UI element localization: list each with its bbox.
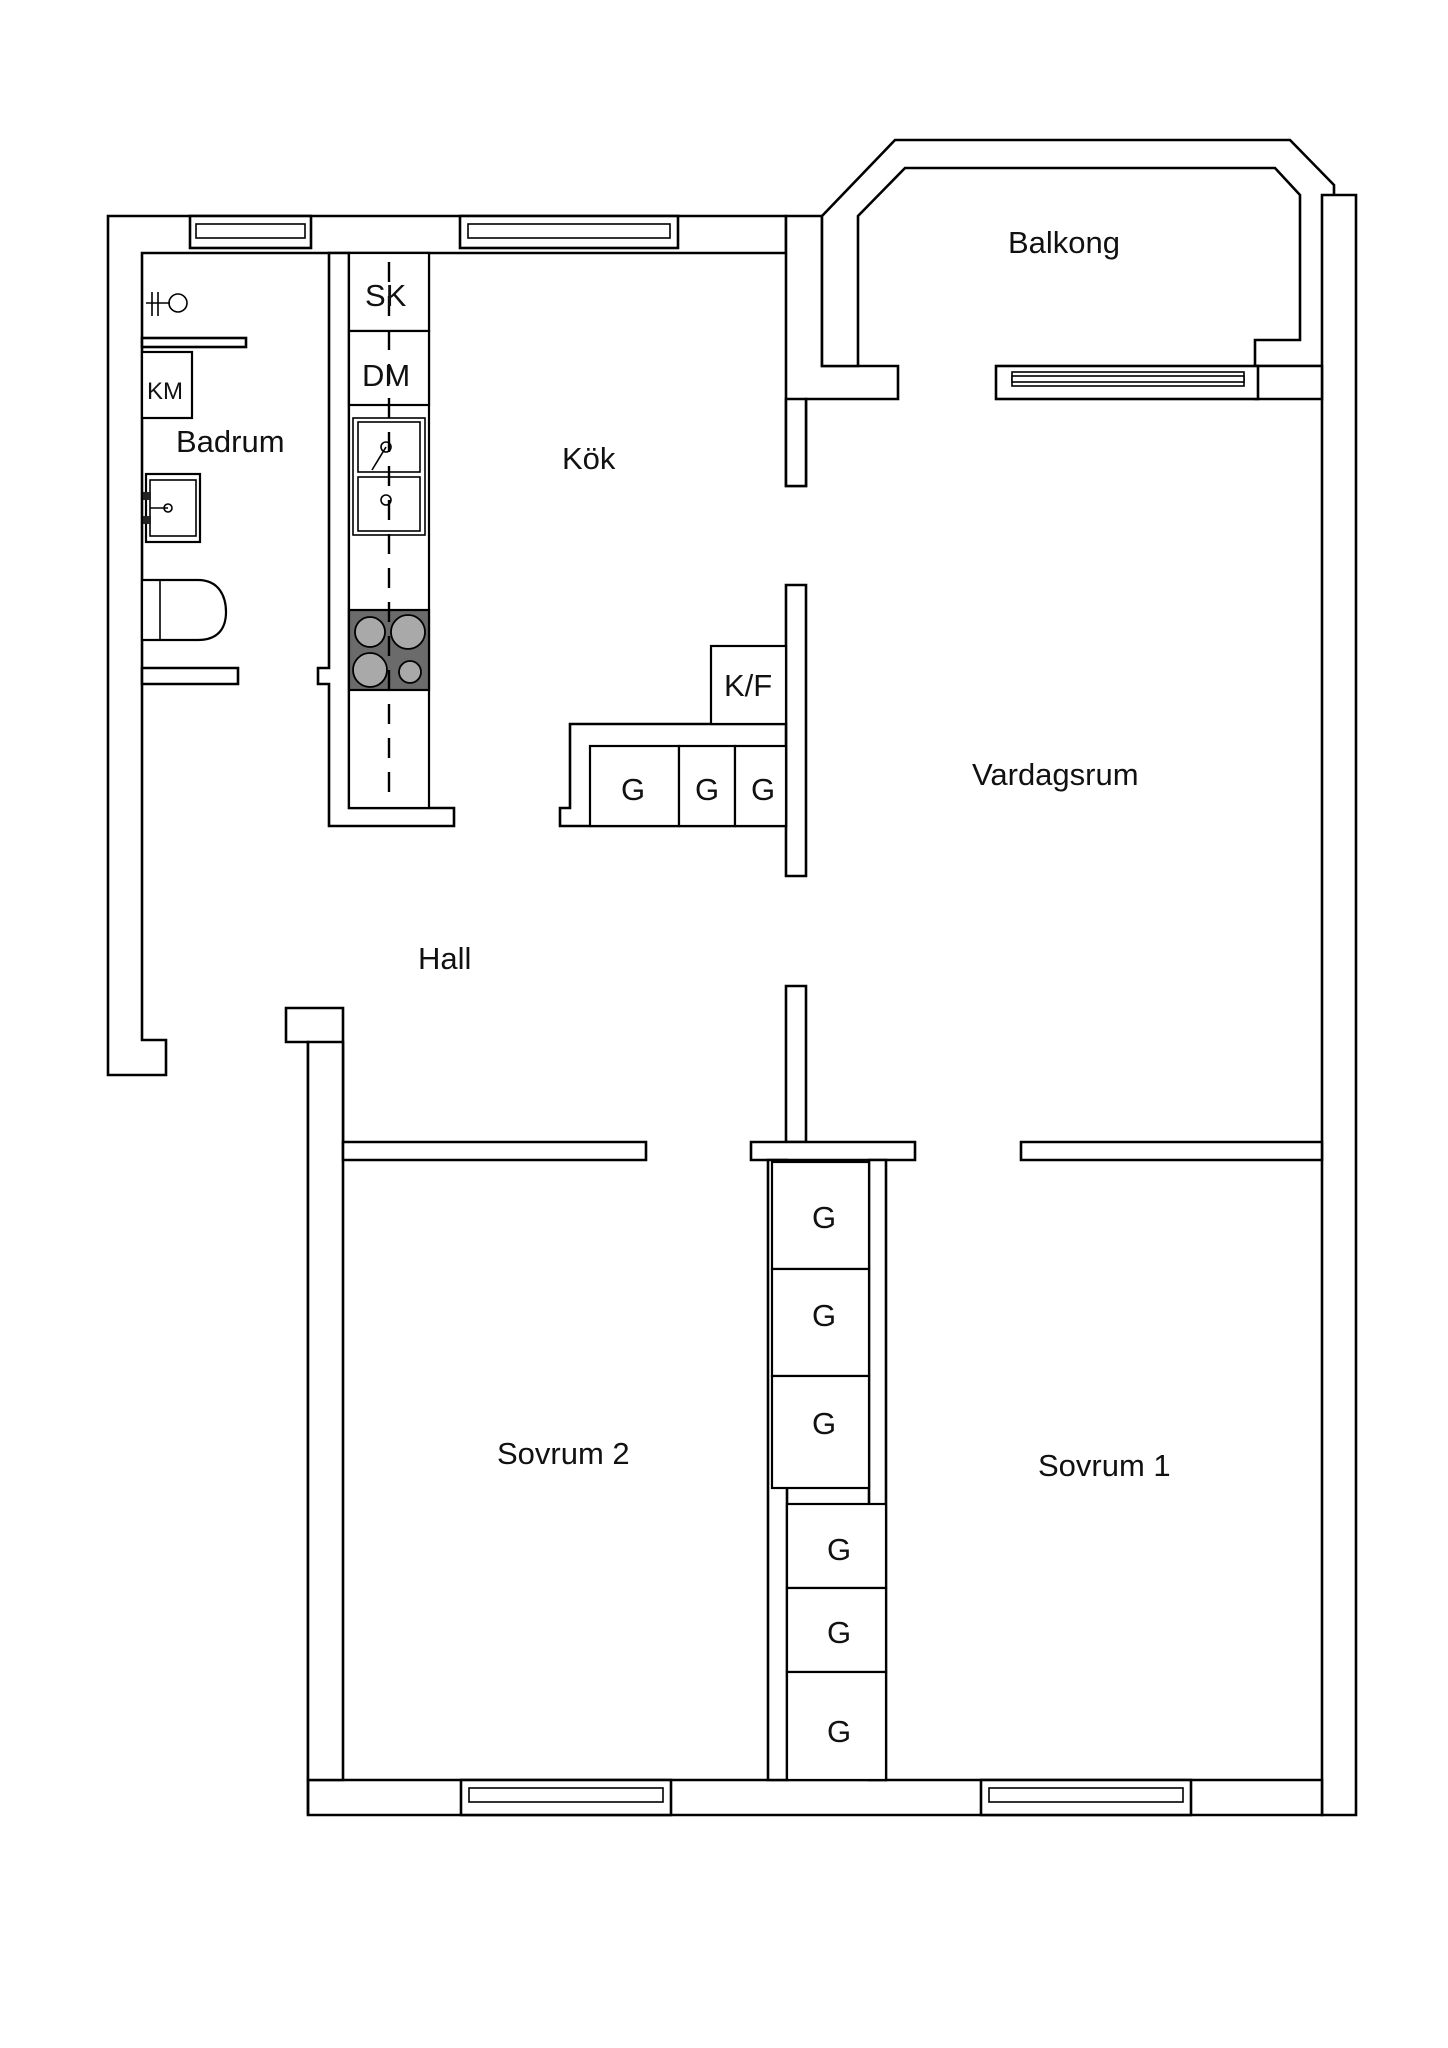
g-closet-5	[785, 1586, 888, 1674]
kf-cabinet	[709, 644, 788, 726]
label-badrum: Badrum	[176, 424, 285, 459]
wall-sovrum1-top	[1019, 1140, 1324, 1162]
label-dm: DM	[362, 358, 410, 393]
kitchen-counter	[347, 251, 431, 810]
bedroom-closets	[770, 1160, 888, 1782]
g-closet-6	[785, 1670, 888, 1782]
label-g-k1: G	[621, 772, 645, 807]
g-closet-2	[770, 1267, 871, 1378]
label-balkong: Balkong	[1008, 225, 1120, 260]
label-kok: Kök	[562, 441, 616, 476]
label-g-k3: G	[751, 772, 775, 807]
window-sovrum2	[459, 1778, 673, 1817]
wall-kok-vardag-mid	[784, 583, 808, 878]
wall-right-inner	[1253, 364, 1324, 401]
label-g-c6: G	[827, 1714, 851, 1749]
shower-icon	[146, 292, 188, 316]
window-vardagsrum	[994, 364, 1260, 401]
km-box	[140, 350, 194, 420]
wall-right	[1320, 193, 1358, 1817]
shower-rail	[140, 336, 248, 349]
wall-bath-bottom	[140, 666, 240, 686]
label-sovrum1: Sovrum 1	[1038, 1448, 1171, 1483]
label-g-c1: G	[812, 1200, 836, 1235]
label-hall: Hall	[418, 941, 471, 976]
label-vardagsrum: Vardagsrum	[972, 757, 1139, 792]
label-g-k2: G	[695, 772, 719, 807]
wall-hall-vardag-lower	[784, 984, 808, 1144]
room-labels: Balkong Badrum Kök Vardagsrum Hall Sovru…	[176, 225, 1171, 1483]
window-kok	[458, 214, 680, 250]
washbasin-icon	[143, 472, 202, 544]
wall-sovrum2-top	[341, 1140, 648, 1162]
label-g-c5: G	[827, 1615, 851, 1650]
wall-left-lower-2	[306, 1040, 345, 1782]
kitchen-storage	[588, 644, 788, 828]
window-badrum	[188, 214, 313, 250]
wall-kok-vardag-upper	[784, 397, 808, 488]
g-cabinet-k3	[733, 744, 788, 828]
label-g-c4: G	[827, 1532, 851, 1567]
windows	[188, 214, 1260, 1817]
label-km: KM	[147, 378, 183, 405]
toilet-icon	[140, 578, 228, 642]
fixture-labels: SK DM KM K/F G G G G G G G G G	[147, 278, 851, 1749]
wall-balcony	[820, 138, 1336, 368]
bathroom-fixtures	[140, 292, 228, 642]
g-closet-3	[770, 1374, 871, 1490]
label-g-c2: G	[812, 1298, 836, 1333]
wall-closet-top	[749, 1140, 917, 1162]
g-cabinet-k1	[588, 744, 681, 828]
label-g-c3: G	[812, 1406, 836, 1441]
label-sk: SK	[365, 278, 407, 313]
label-sovrum2: Sovrum 2	[497, 1436, 630, 1471]
window-sovrum1	[979, 1778, 1193, 1817]
label-kf: K/F	[724, 668, 772, 703]
g-cabinet-k2	[677, 744, 737, 828]
